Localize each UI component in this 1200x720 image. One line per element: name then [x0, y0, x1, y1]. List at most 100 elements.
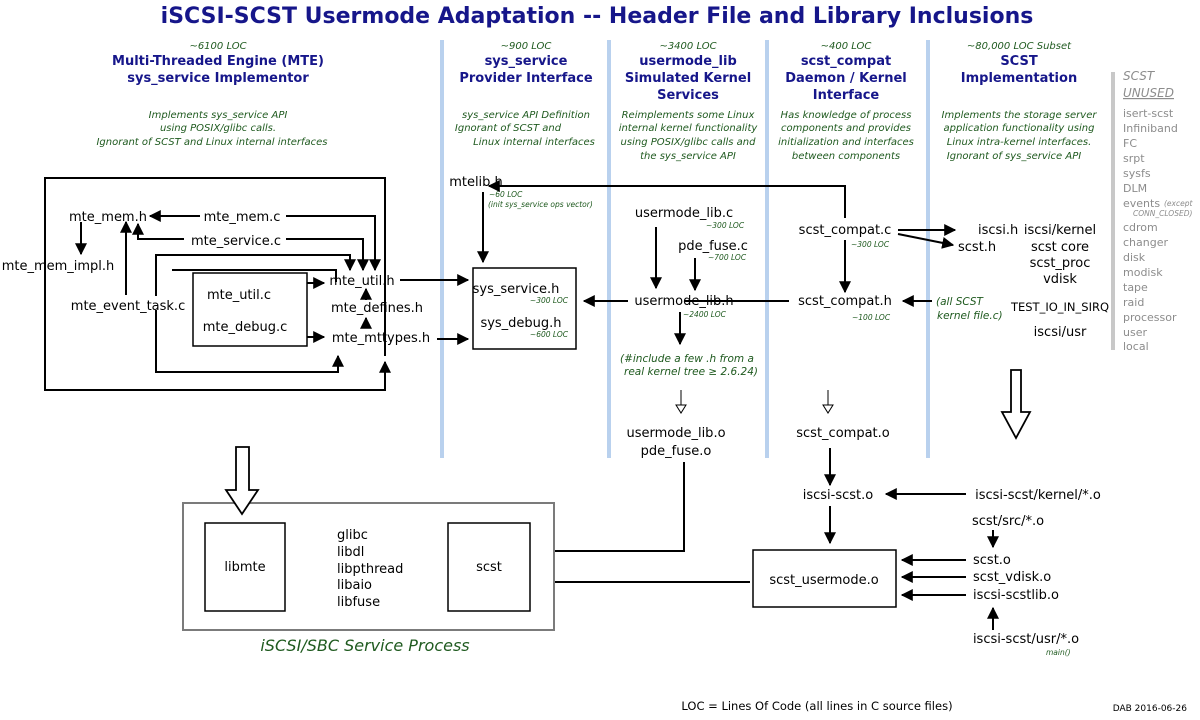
unused-item: cdrom — [1123, 221, 1158, 234]
vdisk-node: vdisk — [1043, 272, 1077, 287]
column-title: Implementation — [961, 71, 1077, 86]
sys-debug-h-node: sys_debug.h — [480, 316, 561, 331]
compile-arrow-compat — [822, 390, 834, 414]
iscsi-scst-o-node: iscsi-scst.o — [803, 488, 874, 503]
unused-item: sysfs — [1123, 167, 1151, 180]
column-description: Has knowledge of process — [781, 110, 912, 121]
scst-h-node: scst.h — [958, 240, 996, 255]
all-scst-note: (all SCST — [936, 296, 985, 308]
all-scst-note: kernel file.c) — [937, 310, 1003, 322]
sys-service-box — [472, 267, 577, 350]
column-title: sys_service Implementor — [127, 71, 309, 86]
mte-service-c-node: mte_service.c — [191, 234, 281, 249]
scst-compat-o-node: scst_compat.o — [796, 426, 890, 441]
unused-item: srpt — [1123, 152, 1145, 165]
lib-item: libpthread — [337, 562, 403, 577]
mtelib-loc: ~60 LOC — [489, 190, 523, 199]
pde-fuse-o-node: pde_fuse.o — [641, 444, 712, 459]
mte-util-c-node: mte_util.c — [207, 288, 271, 303]
kernel-include-note: real kernel tree ≥ 2.6.24) — [624, 366, 758, 378]
scst-usermode-o-box — [752, 549, 897, 608]
column-title: scst_compat — [801, 54, 891, 69]
unused-item: processor — [1123, 311, 1177, 324]
column-title: Interface — [813, 88, 880, 103]
unused-item: events — [1123, 197, 1160, 210]
column-description: Implements sys_service API — [149, 110, 288, 121]
unused-item: user — [1123, 326, 1147, 339]
scst-core-node: scst core — [1031, 240, 1089, 255]
unused-item: modisk — [1123, 266, 1163, 279]
mte-event-task-c-node: mte_event_task.c — [71, 299, 185, 314]
column-title: Provider Interface — [459, 71, 593, 86]
scst-compat-h-node: scst_compat.h — [798, 294, 892, 309]
diagram-title: iSCSI-SCST Usermode Adaptation -- Header… — [161, 4, 1034, 29]
credit-date: DAB 2016-06-26 — [1113, 704, 1188, 714]
pde-fuse-c-node: pde_fuse.c — [678, 239, 748, 254]
scst-usermode-o-node: scst_usermode.o — [769, 573, 878, 588]
unused-item: FC — [1123, 137, 1137, 150]
column-title: usermode_lib — [639, 54, 737, 69]
column-description: initialization and interfaces — [778, 137, 914, 148]
sys-debug-loc: ~600 LOC — [530, 330, 569, 339]
column-description: sys_service API Definition — [462, 110, 590, 121]
unused-heading: SCST — [1123, 69, 1156, 83]
column-loc: ~6100 LOC — [189, 41, 246, 52]
mte-mem-c-node: mte_mem.c — [204, 210, 281, 225]
lib-item: libaio — [337, 578, 372, 593]
column-loc: ~900 LOC — [501, 41, 552, 52]
column-title: SCST — [1000, 54, 1038, 69]
column-title: Daemon / Kernel — [785, 71, 907, 86]
mte-source-box — [192, 272, 308, 347]
connector-event-to-util — [155, 254, 356, 296]
service-process-label: iSCSI/SBC Service Process — [260, 636, 469, 655]
iscsi-scstlib-o-node: iscsi-scstlib.o — [973, 588, 1059, 603]
scst-compat-c-loc: ~300 LOC — [851, 240, 890, 249]
main-note: main() — [1046, 648, 1071, 657]
unused-item: DLM — [1123, 182, 1147, 195]
column-description: Ignorant of SCST and Linux internal inte… — [96, 137, 327, 148]
libmte-label: libmte — [224, 560, 265, 575]
mte-mem-impl-h-node: mte_mem_impl.h — [2, 259, 115, 274]
lib-item: glibc — [337, 528, 368, 543]
mte-util-h-node: mte_util.h — [329, 274, 394, 289]
unused-item: isert-scst — [1123, 107, 1174, 120]
unused-item: Infiniband — [1123, 122, 1178, 135]
scst-box — [447, 522, 531, 612]
iscsi-usr-node: iscsi/usr — [1034, 325, 1087, 340]
connector-event-branch — [172, 269, 337, 282]
unused-item: changer — [1123, 236, 1168, 249]
scst-vdisk-o-node: scst_vdisk.o — [973, 570, 1051, 585]
column-title: Services — [657, 88, 719, 103]
unused-item: disk — [1123, 251, 1146, 264]
usermode-lib-c-node: usermode_lib.c — [635, 206, 733, 221]
column-description: application functionality using — [944, 123, 1095, 134]
kernel-include-note: (#include a few .h from a — [620, 353, 754, 365]
compile-arrow-scst — [1000, 369, 1032, 440]
column-header-sys-service: ~900 LOC sys_service Provider Interface … — [455, 41, 595, 148]
iscsi-kernel-node: iscsi/kernel — [1024, 223, 1096, 238]
mte-mttypes-h-node: mte_mttypes.h — [332, 331, 430, 346]
connector-umlib-o-to-scst — [534, 462, 685, 557]
compile-arrow-umlib — [675, 390, 687, 414]
column-header-mte: ~6100 LOC Multi-Threaded Engine (MTE) sy… — [96, 41, 327, 148]
connector-service-to-util — [286, 238, 369, 272]
compile-arrow-mte — [224, 446, 260, 516]
column-description: Reimplements some Linux — [622, 110, 755, 121]
scst-o-node: scst.o — [973, 553, 1011, 568]
column-header-scst: ~80,000 LOC Subset SCST Implementation I… — [942, 41, 1098, 162]
unused-note: CONN_CLOSED) — [1133, 209, 1192, 218]
pde-fuse-loc: ~700 LOC — [708, 253, 747, 262]
iscsi-h-node: iscsi.h — [978, 223, 1018, 238]
column-loc: ~400 LOC — [821, 41, 872, 52]
mtelib-note: (init sys_service ops vector) — [488, 200, 593, 209]
loc-legend: LOC = Lines Of Code (all lines in C sour… — [681, 699, 952, 713]
scst-src-o-node: scst/src/*.o — [972, 514, 1044, 529]
scst-proc-node: scst_proc — [1030, 256, 1091, 271]
connector-compat-to-scst-h — [897, 233, 955, 249]
connector-outer-loop — [44, 177, 391, 391]
usermode-lib-o-node: usermode_lib.o — [626, 426, 725, 441]
column-description: between components — [792, 151, 900, 162]
column-description: Ignorant of SCST and — [455, 123, 562, 134]
column-loc: ~3400 LOC — [659, 41, 716, 52]
